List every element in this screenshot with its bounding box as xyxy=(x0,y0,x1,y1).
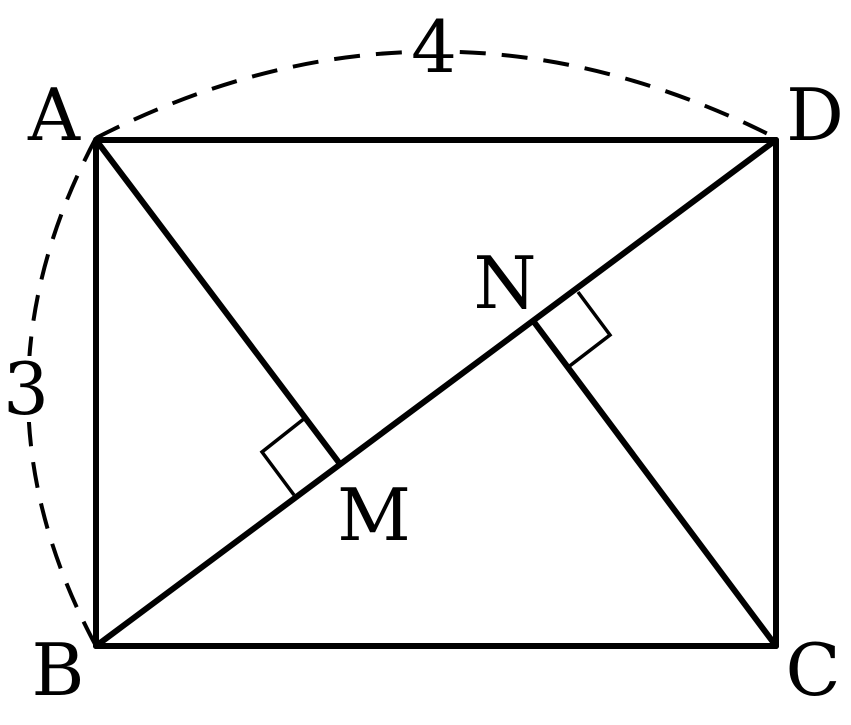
point-label-M: M xyxy=(337,473,411,557)
dimension-label-top: 4 xyxy=(411,5,457,89)
point-label-A: A xyxy=(27,73,81,157)
diagonal-BD xyxy=(93,137,779,649)
dimension-label-left: 3 xyxy=(3,347,49,431)
point-label-B: B xyxy=(32,628,85,712)
point-label-N: N xyxy=(474,241,537,325)
segment-CN xyxy=(531,319,779,649)
dimension-label-left-bg xyxy=(4,356,48,422)
point-label-C: C xyxy=(785,628,840,712)
segment-AM xyxy=(93,137,343,467)
point-label-D: D xyxy=(786,73,844,157)
right-angle-marker-N xyxy=(565,290,613,370)
right-angle-marker-M xyxy=(259,416,307,497)
dimension-label-top-bg xyxy=(410,12,458,78)
